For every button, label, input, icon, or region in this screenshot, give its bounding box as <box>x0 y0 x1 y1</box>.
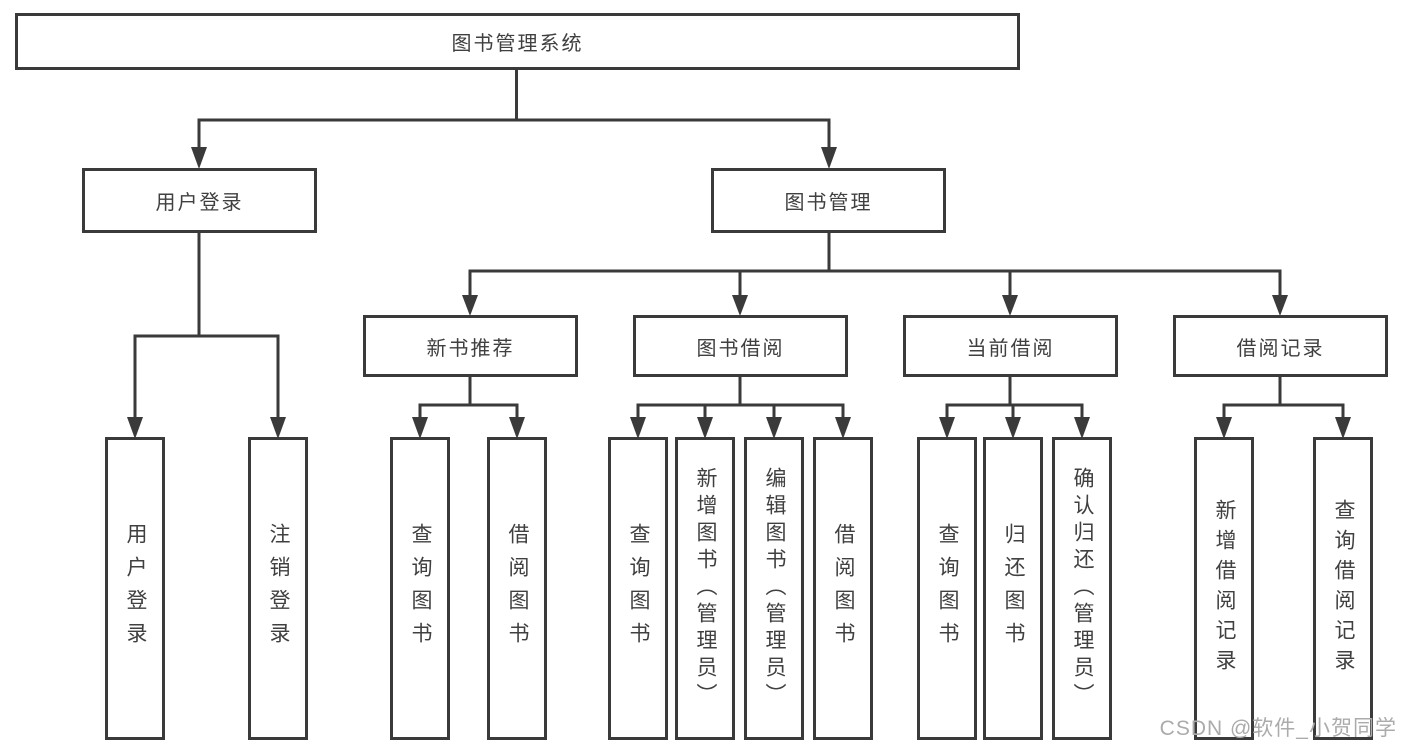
node-label: 图书借阅 <box>696 337 785 360</box>
leaf-label: 用户登录 <box>124 522 147 655</box>
arrow-down-icon <box>835 417 851 439</box>
arrow-down-icon <box>412 417 428 439</box>
leaf-label: 归还图书 <box>1002 522 1025 655</box>
leaf-edit-books-admin: 编辑图书（管理员） <box>744 437 804 740</box>
leaf-label: 注销登录 <box>267 522 290 655</box>
leaf-query-borrow-record: 查询借阅记录 <box>1313 437 1373 740</box>
node-current-borrow: 当前借阅 <box>903 315 1118 377</box>
leaf-label: 借阅图书 <box>832 522 855 655</box>
arrow-down-icon <box>630 417 646 439</box>
node-book-borrow: 图书借阅 <box>633 315 848 377</box>
node-new-book-recommend: 新书推荐 <box>363 315 578 377</box>
leaf-borrow-books: 借阅图书 <box>487 437 547 740</box>
leaf-query-books: 查询图书 <box>608 437 668 740</box>
arrow-down-icon <box>697 417 713 439</box>
leaf-borrow-books: 借阅图书 <box>813 437 873 740</box>
leaf-user-login: 用户登录 <box>105 437 165 740</box>
leaf-query-books: 查询图书 <box>390 437 450 740</box>
leaf-confirm-return-admin: 确认归还（管理员） <box>1052 437 1112 740</box>
node-label: 当前借阅 <box>966 337 1055 360</box>
leaf-label: 查询借阅记录 <box>1332 498 1355 679</box>
node-label: 图书管理系统 <box>451 33 584 55</box>
leaf-label: 查询图书 <box>409 522 432 655</box>
arrow-down-icon <box>127 417 143 439</box>
node-borrow-record: 借阅记录 <box>1173 315 1388 377</box>
watermark: CSDN @软件_小贺同学 <box>1159 717 1397 740</box>
leaf-label: 新增借阅记录 <box>1213 498 1236 679</box>
leaf-label: 借阅图书 <box>506 522 529 655</box>
arrow-down-icon <box>1005 417 1021 439</box>
leaf-return-books: 归还图书 <box>983 437 1043 740</box>
arrow-down-icon <box>191 147 207 169</box>
leaf-label: 查询图书 <box>936 522 959 655</box>
leaf-add-books-admin: 新增图书（管理员） <box>675 437 735 740</box>
leaf-query-books: 查询图书 <box>917 437 977 740</box>
leaf-label: 查询图书 <box>627 522 650 655</box>
leaf-label: 编辑图书（管理员） <box>763 467 786 710</box>
leaf-add-borrow-record: 新增借阅记录 <box>1194 437 1254 740</box>
node-library-system: 图书管理系统 <box>15 13 1020 70</box>
arrow-down-icon <box>732 295 748 316</box>
node-label: 图书管理 <box>784 192 873 214</box>
node-label: 借阅记录 <box>1236 337 1325 360</box>
node-label: 新书推荐 <box>426 337 515 360</box>
arrow-down-icon <box>766 417 782 439</box>
leaf-logout: 注销登录 <box>248 437 308 740</box>
arrow-down-icon <box>270 417 286 439</box>
arrow-down-icon <box>509 417 525 439</box>
arrow-down-icon <box>462 295 478 316</box>
arrow-down-icon <box>1074 417 1090 439</box>
arrow-down-icon <box>1002 295 1018 316</box>
arrow-down-icon <box>1272 295 1288 316</box>
arrow-down-icon <box>1335 417 1351 439</box>
arrow-down-icon <box>1216 417 1232 439</box>
leaf-label: 新增图书（管理员） <box>694 467 717 710</box>
node-user-login: 用户登录 <box>82 168 317 233</box>
arrow-down-icon <box>939 417 955 439</box>
node-label: 用户登录 <box>155 192 244 214</box>
arrow-down-icon <box>821 147 837 169</box>
node-book-management: 图书管理 <box>711 168 946 233</box>
leaf-label: 确认归还（管理员） <box>1071 467 1094 710</box>
